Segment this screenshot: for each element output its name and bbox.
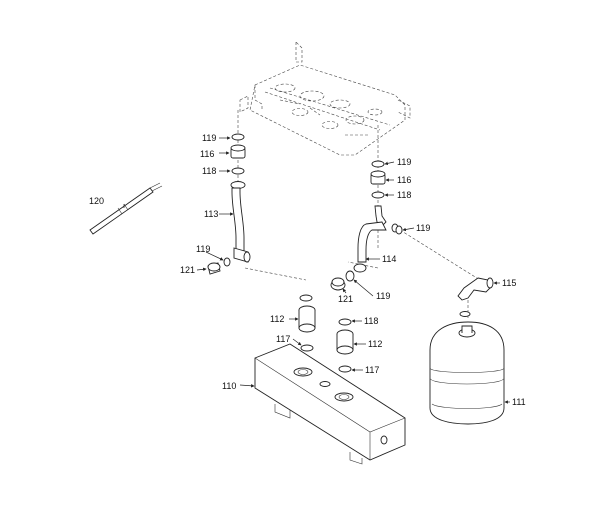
callout-118: 118 [202,166,216,176]
callout-119: 119 [376,291,390,301]
callout-117: 117 [365,365,379,375]
callout-119: 119 [416,223,430,233]
callout-114: 114 [382,254,396,264]
plug-121-right [330,270,355,291]
assembly-centerlines [237,110,481,320]
callout-121: 121 [338,294,353,304]
callout-119: 119 [202,133,216,143]
fitting-112-right [336,318,354,373]
callout-111: 111 [512,397,526,407]
callout-110: 110 [222,381,236,391]
plug-121-left [207,257,231,275]
callout-117: 117 [276,334,290,344]
callout-116: 116 [397,175,411,185]
leader-lines [123,136,510,404]
callout-112: 112 [270,314,284,324]
callout-119: 119 [196,244,210,254]
callout-119: 119 [397,157,411,167]
callout-labels: 119 116 118 120 113 119 121 112 117 110 … [89,133,526,407]
boiler-frame [239,41,411,156]
rod-120 [89,182,163,235]
connector-115 [457,277,494,317]
callout-115: 115 [502,278,516,288]
callout-118: 118 [364,316,378,326]
fitting-112-left [298,294,316,352]
manifold-110 [254,343,406,465]
callout-120: 120 [89,196,104,206]
callout-112: 112 [368,339,382,349]
callout-121: 121 [180,265,195,275]
pipe-113 [230,133,251,263]
callout-113: 113 [204,209,218,219]
callout-118: 118 [397,190,411,200]
expansion-vessel-111 [429,321,505,425]
callout-116: 116 [200,149,214,159]
pipe-114 [353,160,403,273]
